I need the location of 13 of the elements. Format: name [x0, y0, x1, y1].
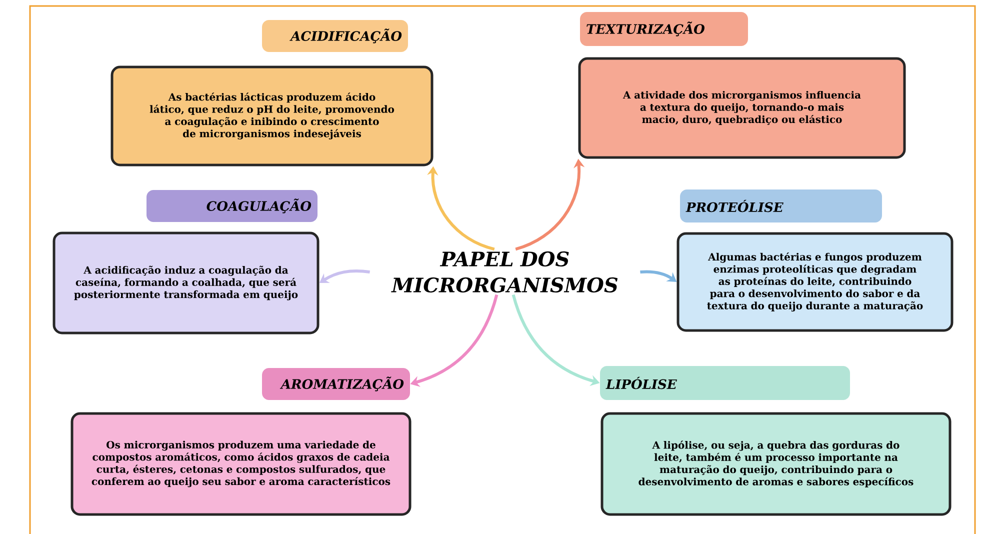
heading-pill: COAGULAÇÃO [146, 190, 318, 222]
heading-pill: TEXTURIZAÇÃO [580, 12, 748, 46]
description-box: A acidificação induz a coagulação da caseína, formando a coalhada, que será posteriormente transformada em queijo [52, 232, 320, 334]
central-title: PAPEL DOS MICRORGANISMOS [391, 251, 618, 293]
description-box: As bactérias lácticas produzem ácido lático, que reduz o pH do leite, promovendo a coagulação e inibindo o crescimento de microrganismos indesejáveis [110, 66, 434, 166]
heading-pill: ACIDIFICAÇÃO [262, 20, 408, 52]
description-box: Algumas bactérias e fungos produzem enzimas proteolíticas que degradam as proteínas do leite, contribuindo para o desenvolvimento do sabor e da textura do queijo durante a maturação [676, 232, 954, 332]
description-box: A atividade dos microrganismos influencia a textura do queijo, tornando-o mais macio, duro, quebradiço ou elástico [578, 57, 906, 159]
heading-pill: PROTEÓLISE [680, 189, 882, 222]
heading-pill: LIPÓLISE [600, 366, 850, 400]
heading-pill: AROMATIZAÇÃO [262, 368, 410, 400]
description-box: Os microrganismos produzem uma variedade de compostos aromáticos, como ácidos graxos de cadeia curta, ésteres, cetonas e compostos sulfurados, que conferem ao queijo seu sabor e aroma característicos [70, 412, 412, 516]
description-box: A lipólise, ou seja, a quebra das gorduras do leite, também é um processo importante na maturação do queijo, contribuindo para o desenvolvimento de aromas e sabores específicos [600, 412, 952, 516]
